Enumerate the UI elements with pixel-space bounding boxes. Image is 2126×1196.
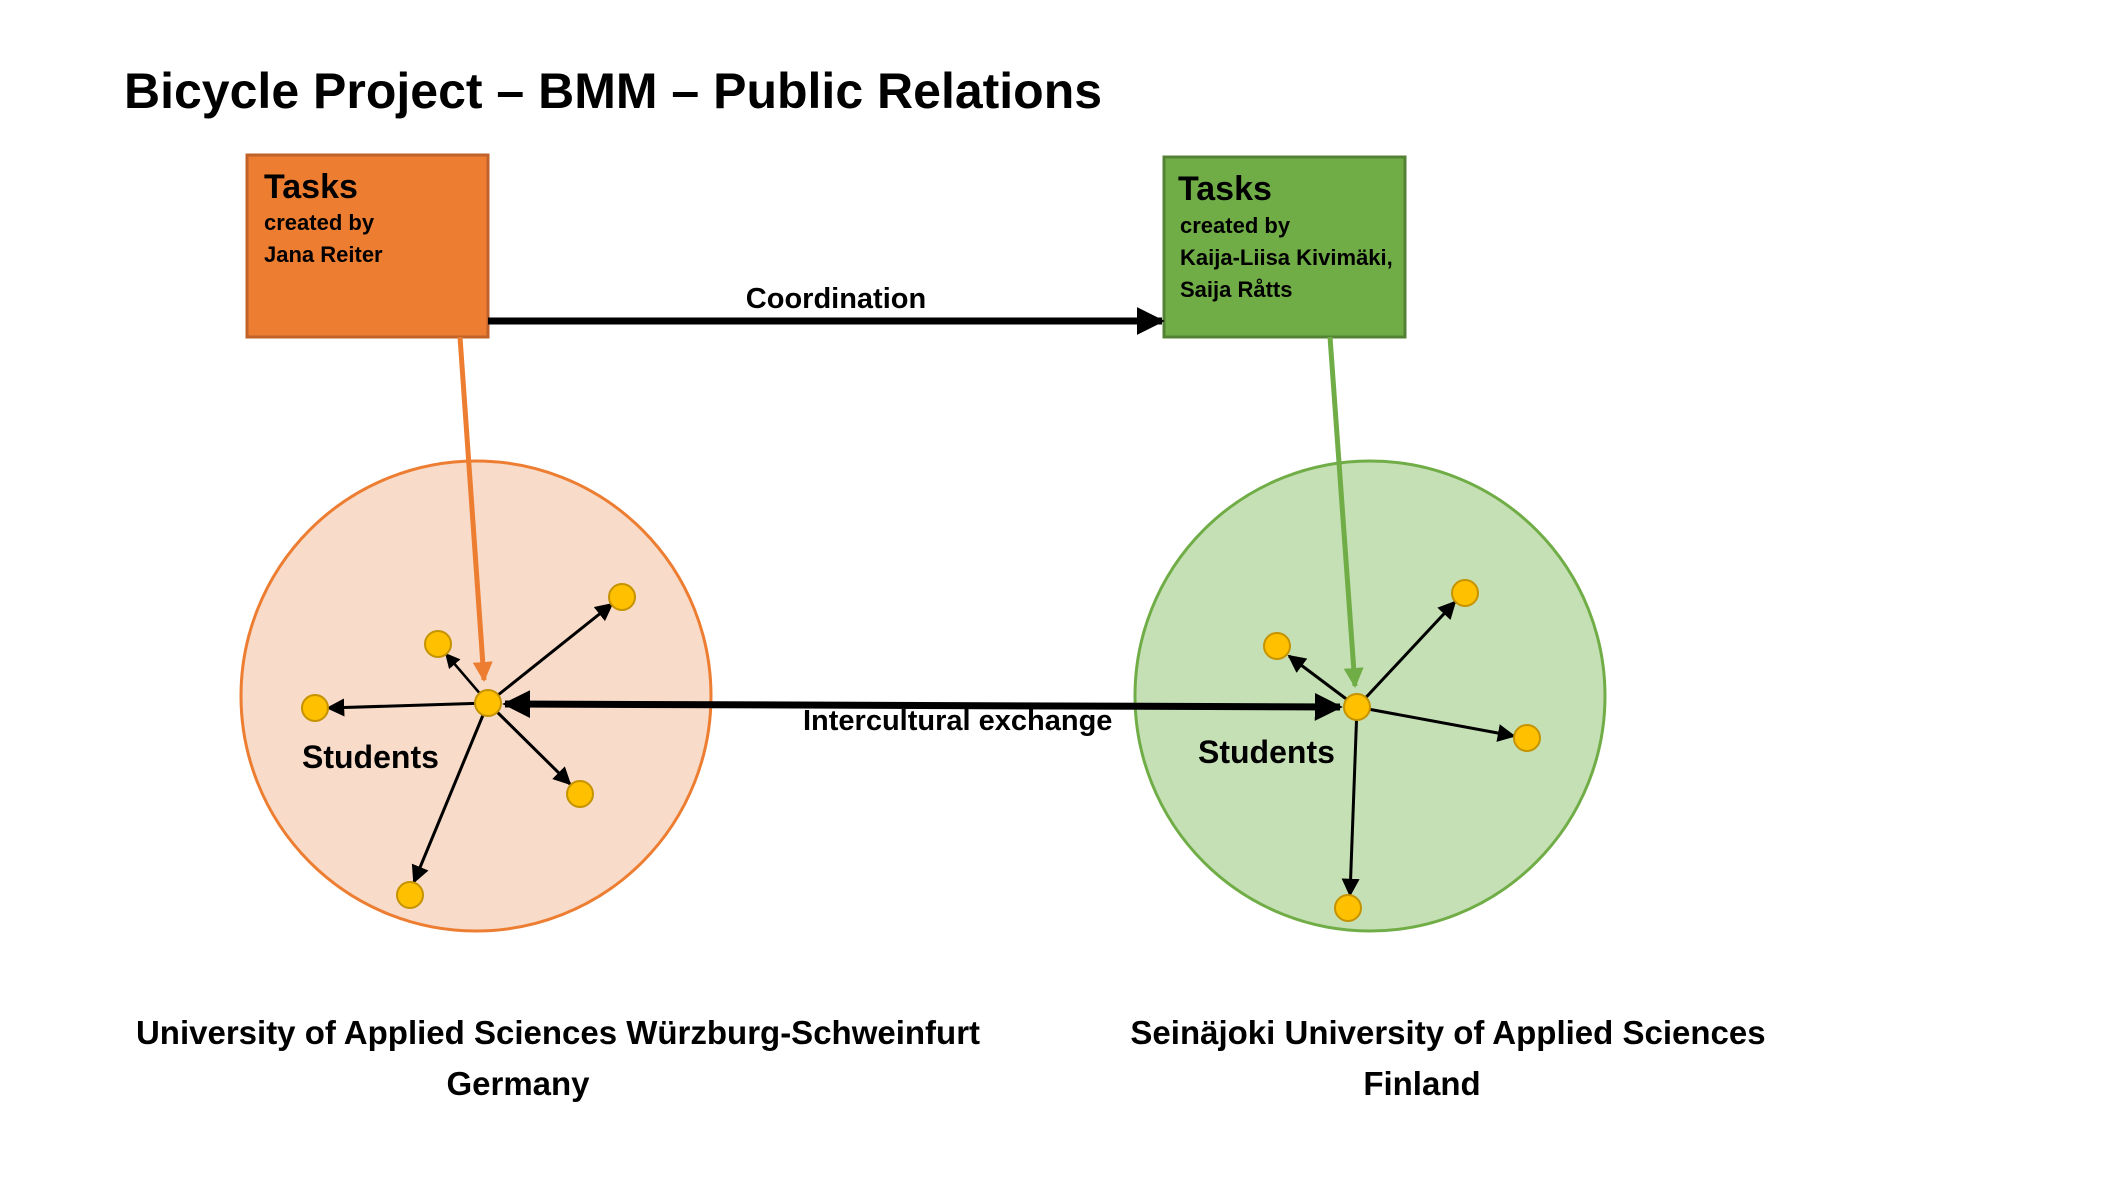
- germany-student: [301, 694, 329, 722]
- germany-link-3: [326, 698, 489, 717]
- germany-country: Germany: [446, 1065, 590, 1102]
- germany-student: [424, 630, 452, 658]
- germany-students: [301, 583, 636, 909]
- finland-student: [1513, 724, 1541, 752]
- germany-student: [608, 583, 636, 611]
- finland-task-author-2: Saija Råtts: [1180, 277, 1293, 302]
- finland-student-group-circle: [1133, 459, 1607, 933]
- finland-student-hub: [1343, 693, 1371, 721]
- finland-student: [1334, 894, 1362, 922]
- germany-students-label: Students: [302, 739, 439, 775]
- germany-student: [396, 881, 424, 909]
- germany-task-box: [245, 153, 490, 339]
- finland-link-2: [1287, 654, 1358, 709]
- finland-student: [1451, 579, 1479, 607]
- germany-link-4: [486, 701, 572, 786]
- germany-link-1: [487, 602, 614, 705]
- finland-link-1: [1355, 600, 1457, 709]
- germany-link-5: [411, 702, 490, 884]
- germany-task-title: Tasks: [264, 168, 358, 206]
- finland-task-box: [1162, 155, 1407, 339]
- germany-task-author: Jana Reiter: [264, 242, 383, 267]
- finland-task-title: Tasks: [1178, 170, 1272, 208]
- finland-link-3: [1356, 705, 1516, 742]
- intercultural-exchange-arrow: [502, 690, 1343, 721]
- page-title: Bicycle Project – BMM – Public Relations: [124, 63, 1102, 119]
- germany-task-to-students-arrow: [457, 336, 493, 682]
- finland-task-created-by: created by: [1180, 213, 1291, 238]
- germany-student: [566, 780, 594, 808]
- coordination-label: Coordination: [746, 283, 926, 315]
- finland-students: [1263, 579, 1541, 922]
- finland-task-author-1: Kaija-Liisa Kivimäki,: [1180, 245, 1393, 270]
- germany-task-created-by: created by: [264, 210, 375, 235]
- finland-student-links: [1287, 600, 1516, 897]
- finland-university-name: Seinäjoki University of Applied Sciences: [1130, 1014, 1765, 1051]
- germany-university-name: University of Applied Sciences Würzburg-…: [136, 1014, 980, 1051]
- germany-student-hub: [474, 689, 502, 717]
- finland-student: [1263, 632, 1291, 660]
- finland-country: Finland: [1363, 1065, 1480, 1102]
- finland-students-label: Students: [1198, 734, 1335, 770]
- finland-task-to-students-arrow: [1327, 336, 1364, 688]
- intercultural-exchange-label: Intercultural exchange: [803, 705, 1112, 737]
- finland-link-4: [1341, 706, 1360, 897]
- germany-student-links: [326, 602, 614, 884]
